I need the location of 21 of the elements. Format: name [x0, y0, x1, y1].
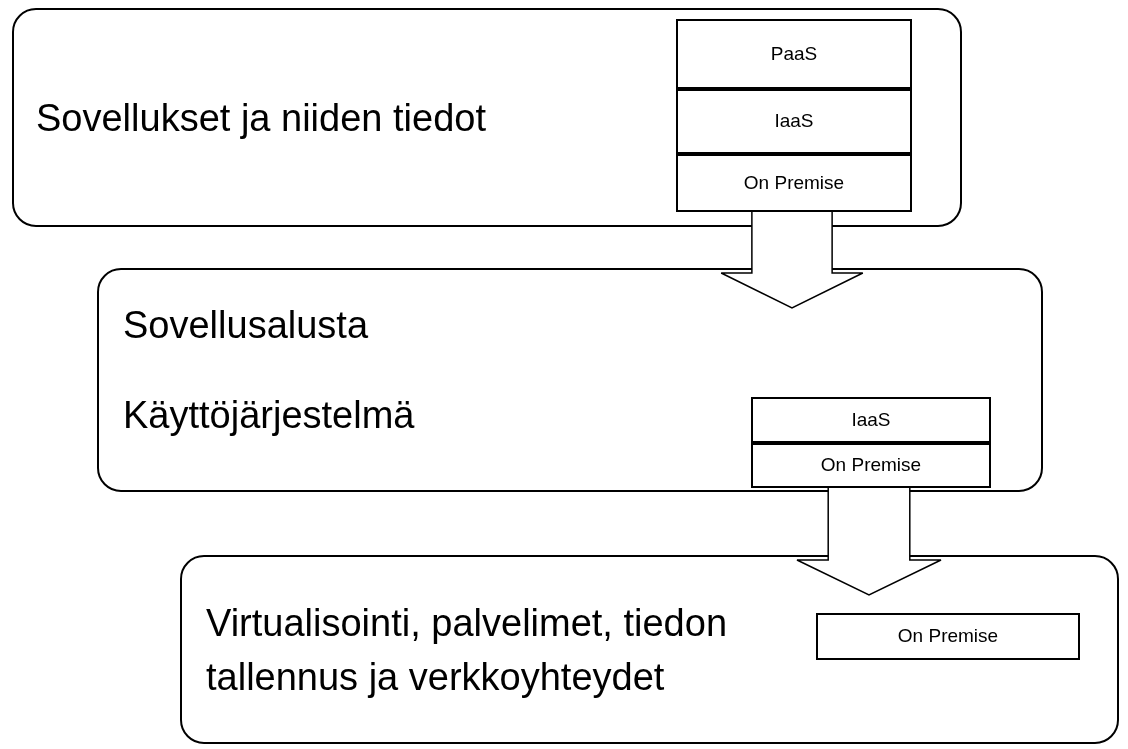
layer-box	[676, 89, 912, 154]
layer-box	[751, 443, 991, 488]
layer-box	[676, 154, 912, 212]
rounded-box	[180, 555, 1119, 744]
block-arrow	[720, 211, 864, 309]
box-label: Virtualisointi, palvelimet, tiedon tallennus ja verkkoyhteydet	[206, 600, 728, 700]
box-label: Sovellusalusta	[123, 303, 370, 348]
box-label: Sovellukset ja niiden tiedot	[36, 95, 486, 141]
rounded-box	[12, 8, 962, 227]
layer-label: On Premise	[820, 453, 922, 478]
layer-box	[751, 397, 991, 443]
layer-label: On Premise	[743, 170, 845, 195]
layer-box	[816, 613, 1080, 660]
rounded-box	[97, 268, 1043, 492]
layer-label: PaaS	[770, 41, 818, 66]
layer-label: IaaS	[774, 109, 814, 134]
layer-box	[676, 19, 912, 89]
block-arrow	[796, 487, 942, 596]
box-label: Käyttöjärjestelmä	[123, 393, 415, 438]
layer-label: IaaS	[851, 407, 891, 432]
layer-label: On Premise	[897, 624, 999, 649]
